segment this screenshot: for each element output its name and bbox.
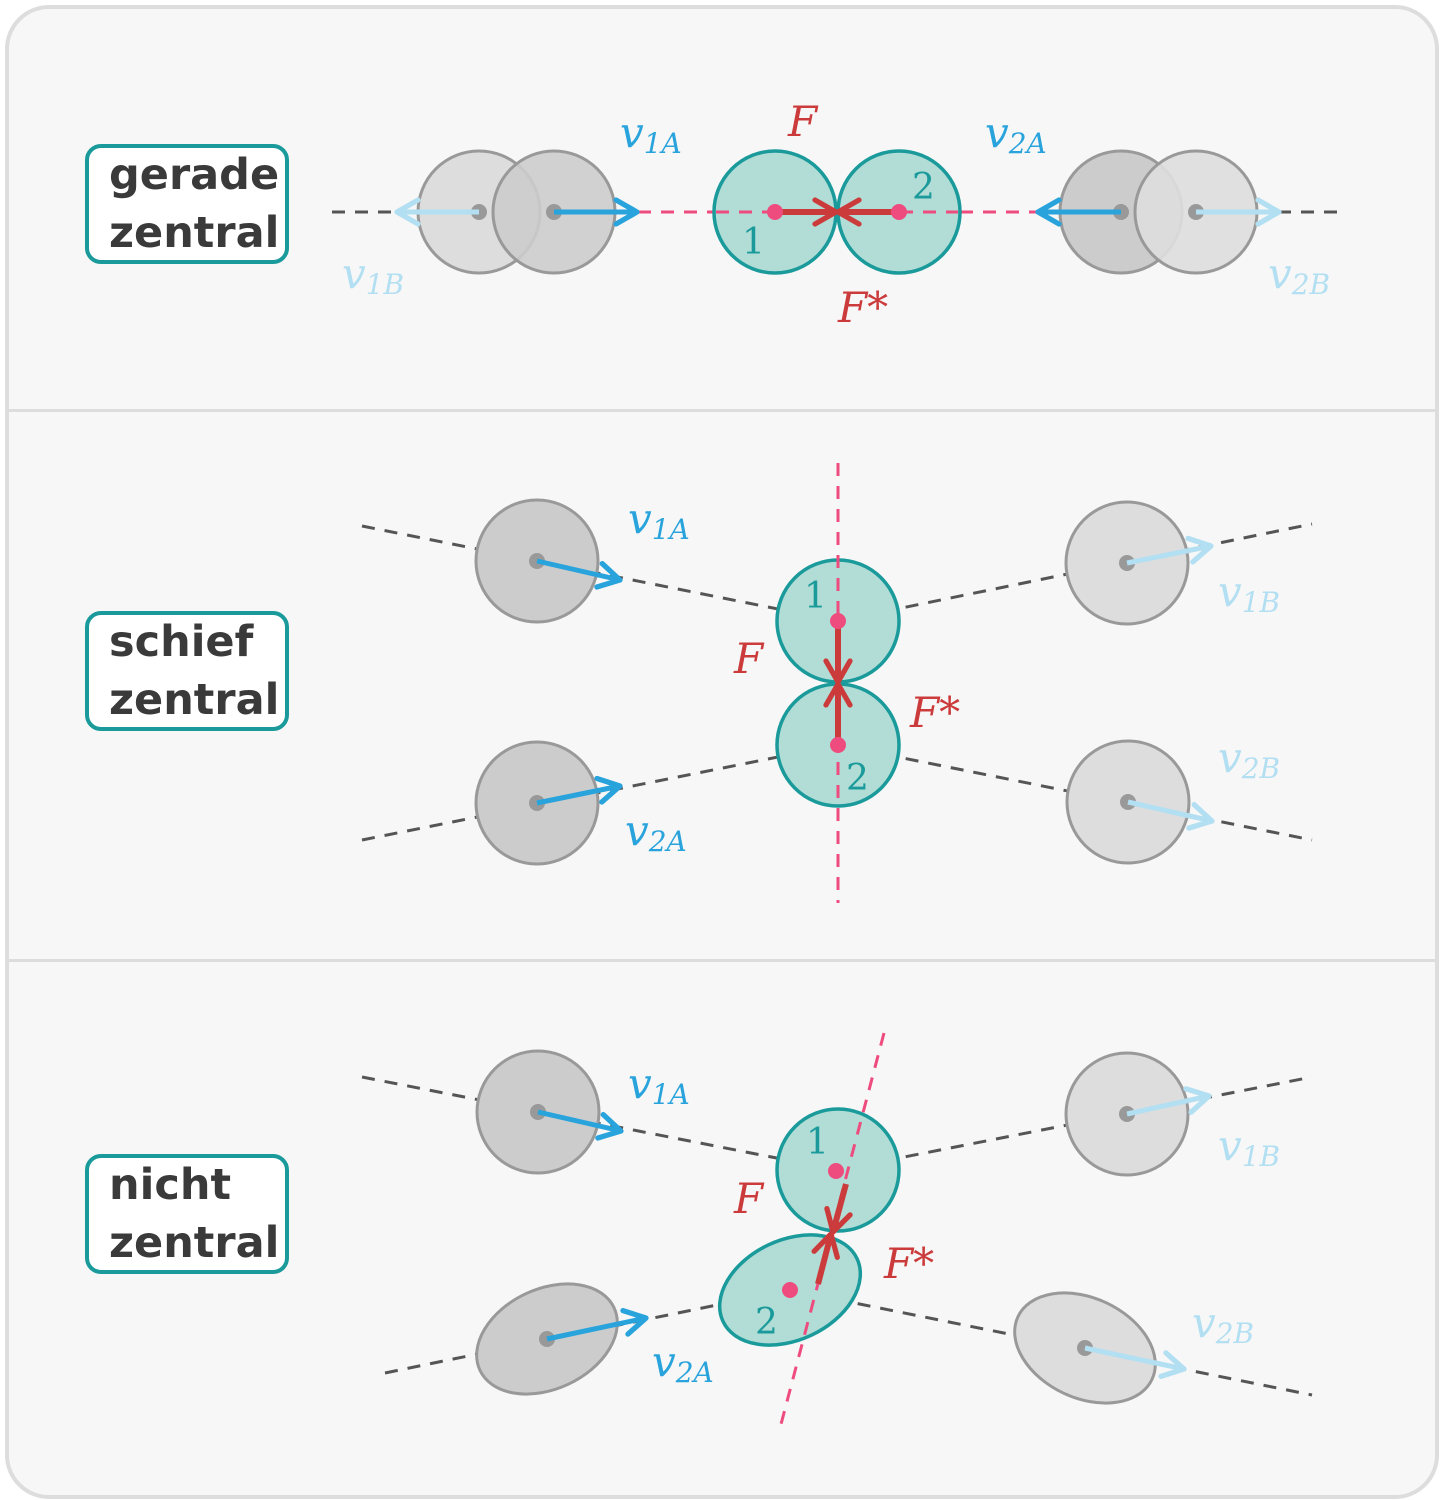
velocity-arrow-v2A (546, 1307, 649, 1342)
body-1-label: 1 (742, 222, 765, 263)
center-dot-body-2 (782, 1282, 798, 1298)
velocity-label-v2B: v2B (1218, 733, 1280, 785)
velocity-arrow-v2B (1127, 799, 1215, 831)
label-line: nicht (109, 1160, 232, 1210)
label-line: zentral (109, 1218, 280, 1268)
velocity-label-v1A: v1A (620, 108, 682, 160)
velocity-arrow-v1A (536, 558, 623, 590)
center-dot-body-2 (830, 737, 846, 753)
trajectory-line (361, 1075, 839, 1172)
label-schief-zentral: schief zentral (85, 611, 289, 731)
velocity-label-v1B: v1B (1218, 1121, 1280, 1173)
force-label-F: F (733, 634, 765, 683)
panel-divider (9, 409, 1435, 412)
velocity-label-v2A: v2A (985, 108, 1047, 160)
panel-gerade-zentral: 1 2 F F* v1A v2A v1B v2B (332, 97, 1345, 332)
velocity-label-v1A: v1A (628, 494, 690, 546)
body-1-label: 1 (806, 1122, 829, 1163)
velocity-arrow-v1B (1126, 1086, 1212, 1117)
velocity-label-v2A: v2A (625, 806, 687, 858)
velocity-label-v1B: v1B (1218, 567, 1280, 619)
panel-schief-zentral: 1 2 F F* v1A v2A v1B v2B (361, 463, 1313, 903)
velocity-label-v2B: v2B (1268, 249, 1330, 301)
velocity-label-v2A: v2A (652, 1337, 714, 1389)
body-2-label: 2 (755, 1302, 778, 1343)
force-arrow-F (824, 1183, 853, 1235)
velocity-label-v1B: v1B (342, 249, 404, 301)
panel-nicht-zentral: 1 2 F F* v1A v2A v1B v2B (361, 1032, 1313, 1429)
label-line: schief (109, 617, 254, 667)
velocity-label-v1A: v1A (628, 1059, 690, 1111)
label-line: gerade (109, 150, 280, 200)
body-2-label: 2 (846, 758, 869, 799)
panel-divider (9, 959, 1435, 962)
body-2-label: 2 (912, 167, 935, 208)
label-nicht-zentral: nicht zentral (85, 1154, 289, 1274)
force-label-Fstar: F* (837, 283, 888, 332)
center-dot-body-1 (830, 613, 846, 629)
force-arrow-Fstar (811, 1231, 840, 1285)
velocity-arrow-v1A (537, 1109, 624, 1141)
center-dot-body-1 (767, 204, 783, 220)
velocity-label-v2B: v2B (1192, 1298, 1254, 1350)
velocity-arrow-v1B (1126, 535, 1214, 566)
force-label-Fstar: F* (883, 1239, 934, 1288)
velocity-arrow-v2B (1084, 1345, 1187, 1380)
body-1-label: 1 (804, 576, 827, 617)
force-label-Fstar: F* (909, 688, 960, 737)
center-dot-body-2 (891, 204, 907, 220)
trajectory-line (789, 1288, 1313, 1397)
force-label-F: F (733, 1174, 765, 1223)
center-dot-body-1 (828, 1163, 844, 1179)
label-line: zentral (109, 208, 280, 258)
force-label-F: F (787, 97, 819, 146)
velocity-arrow-v2A (536, 775, 623, 806)
label-gerade-zentral: gerade zentral (85, 144, 289, 264)
label-line: zentral (109, 675, 280, 725)
